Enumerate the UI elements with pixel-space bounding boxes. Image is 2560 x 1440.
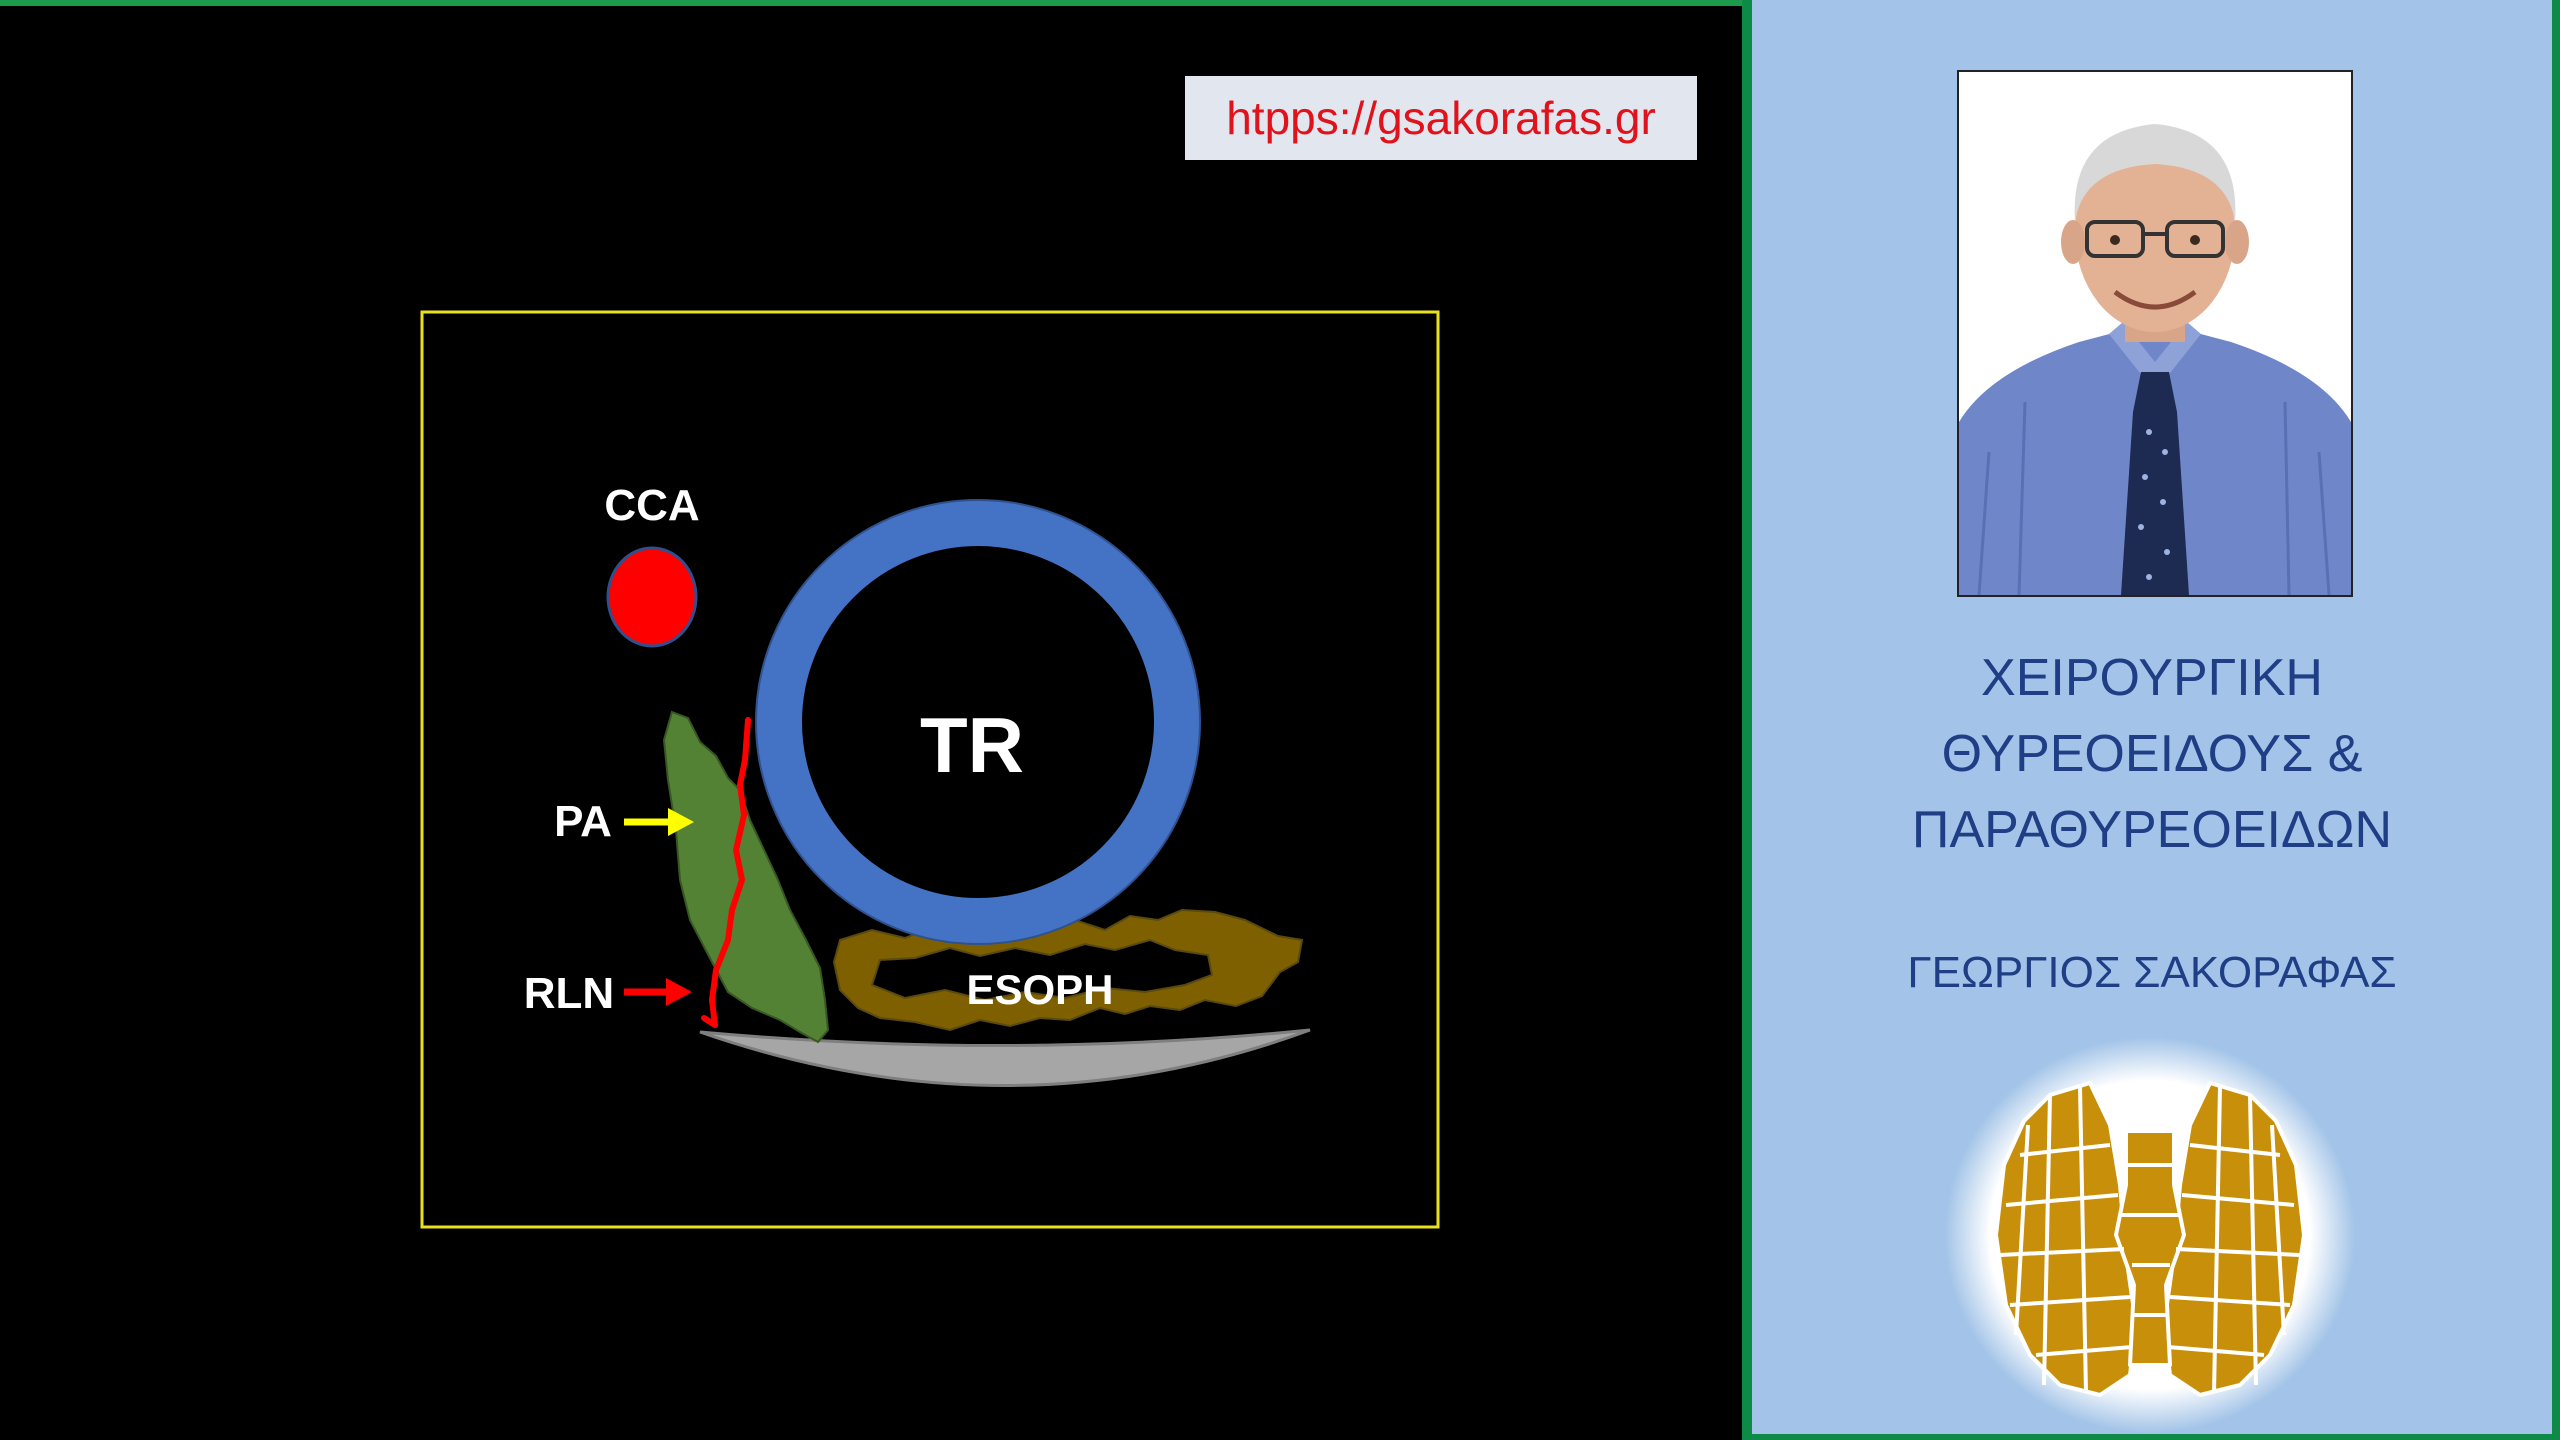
person-portrait-icon (1959, 72, 2351, 595)
course-title-line-1: ΧΕΙΡΟΥΡΓΙΚΗ (1981, 649, 2323, 707)
diagram-frame (420, 310, 1440, 1229)
rln-label: RLN (524, 969, 614, 1018)
rln-arrow-head (666, 978, 692, 1006)
cca-circle (606, 546, 698, 648)
parathyroid-shape (662, 710, 830, 1044)
panel-divider (1742, 0, 1752, 1440)
esoph-label: ESOPH (966, 966, 1113, 1013)
website-url-label[interactable]: htpps://gsakorafas.gr (1185, 76, 1697, 160)
course-title-line-2: ΘΥΡΕΟΕΙΔΟΥΣ & (1941, 725, 2363, 783)
cca-label: CCA (604, 481, 699, 530)
pa-arrow-head (668, 808, 694, 836)
author-name: ΓΕΩΡΓΙΟΣ ΣΑΚΟΡΑΦΑΣ (1907, 948, 2397, 997)
author-portrait (1957, 70, 2353, 597)
trachea-ring-edge (755, 499, 1201, 945)
course-title-line-3: ΠΑΡΑΘΥΡΕΟΕΙΔΩΝ (1911, 801, 2393, 859)
trachea-ring (756, 500, 1200, 944)
vertebra-shape (699, 1028, 1311, 1087)
course-title: ΧΕΙΡΟΥΡΓΙΚΗ ΘΥΡΕΟΕΙΔΟΥΣ & ΠΑΡΑΘΥΡΕΟΕΙΔΩΝ (1752, 640, 2552, 868)
diagram-panel (0, 0, 1742, 6)
thyroid-gland-icon (1945, 1037, 2355, 1433)
trachea-label: TR (920, 701, 1024, 789)
anatomy-diagram: CCA ESOPH TR PA RLN (420, 310, 1440, 1229)
rln-line (701, 717, 751, 1028)
pa-label: PA (554, 797, 612, 846)
